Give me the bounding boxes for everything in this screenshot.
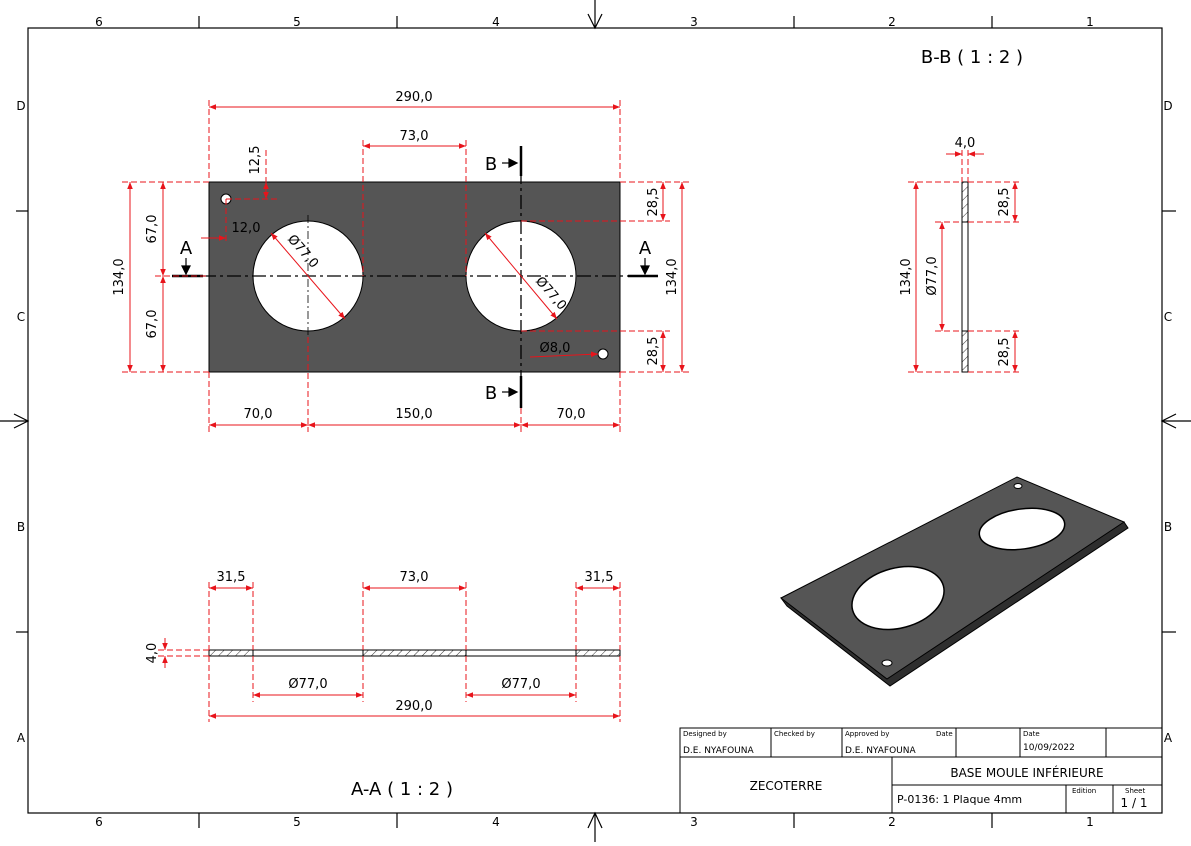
zone-col-1-bottom: 1 bbox=[1086, 815, 1094, 829]
approved-by-value: D.E. NYAFOUNA bbox=[845, 746, 916, 756]
zone-col-5-bottom: 5 bbox=[293, 815, 301, 829]
date-value: 10/09/2022 bbox=[1023, 743, 1075, 753]
zone-row-b-left: B bbox=[17, 520, 25, 534]
dim-height-left: 134,0 bbox=[112, 258, 127, 295]
dim-aa-edge-right: 31,5 bbox=[585, 570, 614, 585]
dim-height-right: 134,0 bbox=[665, 258, 680, 295]
drawing-frame bbox=[27, 27, 1163, 814]
dim-aa-width: 290,0 bbox=[395, 699, 432, 714]
dim-section-edge-top: 28,5 bbox=[997, 188, 1012, 217]
date-label-1: Date bbox=[936, 730, 953, 738]
dim-hole-offset-v: 12,5 bbox=[248, 146, 263, 175]
zone-row-b-right: B bbox=[1164, 520, 1172, 534]
dim-aa-edge-left: 31,5 bbox=[217, 570, 246, 585]
zone-col-6-top: 6 bbox=[95, 15, 103, 29]
dim-edge-top-right: 28,5 bbox=[646, 188, 661, 217]
section-b-label-top: B bbox=[485, 154, 497, 175]
dim-hole-diameter-left: Ø77,0 bbox=[284, 232, 321, 271]
zone-col-4-bottom: 4 bbox=[492, 815, 500, 829]
dim-hole-spacing: 73,0 bbox=[400, 129, 429, 144]
dim-small-hole: Ø8,0 bbox=[540, 341, 571, 356]
dim-bottom-left: 70,0 bbox=[244, 407, 273, 422]
dim-bottom-right: 70,0 bbox=[557, 407, 586, 422]
designed-by-value: D.E. NYAFOUNA bbox=[683, 746, 754, 756]
dim-aa-hole-dia-left: Ø77,0 bbox=[288, 677, 327, 692]
zone-col-3-bottom: 3 bbox=[690, 815, 698, 829]
zone-ticks bbox=[16, 16, 1176, 828]
edition-label: Edition bbox=[1072, 787, 1096, 795]
zone-row-a-right: A bbox=[1164, 731, 1173, 745]
company-name: ZECOTERRE bbox=[750, 779, 823, 793]
checked-by-label: Checked by bbox=[774, 730, 815, 738]
section-bb-title: B-B ( 1 : 2 ) bbox=[921, 47, 1023, 68]
dim-half-height-top: 67,0 bbox=[145, 215, 160, 244]
zone-col-4-top: 4 bbox=[492, 15, 500, 29]
zone-col-5-top: 5 bbox=[293, 15, 301, 29]
dim-half-height-bottom: 67,0 bbox=[145, 310, 160, 339]
dim-aa-thickness: 4,0 bbox=[145, 643, 160, 664]
dim-aa-hole-spacing: 73,0 bbox=[400, 570, 429, 585]
zone-row-d-left: D bbox=[16, 99, 25, 113]
section-a-label-left: A bbox=[180, 238, 193, 259]
dim-section-height: 134,0 bbox=[899, 258, 914, 295]
dim-edge-bottom-right: 28,5 bbox=[646, 337, 661, 366]
sheet-value: 1 / 1 bbox=[1121, 796, 1148, 810]
dim-hole-offset-h: 12,0 bbox=[232, 221, 261, 236]
sheet-label: Sheet bbox=[1125, 787, 1145, 795]
dim-section-hole: Ø77,0 bbox=[925, 256, 940, 295]
date-label-2: Date bbox=[1023, 730, 1040, 738]
zone-col-1-top: 1 bbox=[1086, 15, 1094, 29]
front-view: A A B B 290,0 73,0 12,5 12,0 134,0 67,0 … bbox=[112, 90, 690, 432]
title-block: Designed by D.E. NYAFOUNA Checked by App… bbox=[679, 727, 1163, 814]
part-number: P-0136: 1 Plaque 4mm bbox=[897, 793, 1022, 806]
section-aa-title: A-A ( 1 : 2 ) bbox=[351, 779, 453, 800]
zone-col-3-top: 3 bbox=[690, 15, 698, 29]
zone-col-2-bottom: 2 bbox=[888, 815, 896, 829]
dim-aa-hole-dia-right: Ø77,0 bbox=[501, 677, 540, 692]
section-b-label-bottom: B bbox=[485, 383, 497, 404]
section-a-label-right: A bbox=[639, 238, 652, 259]
dim-section-edge-bottom: 28,5 bbox=[997, 338, 1012, 367]
approved-by-label: Approved by bbox=[845, 730, 889, 738]
dim-bottom-center: 150,0 bbox=[395, 407, 432, 422]
drawing-title: BASE MOULE INFÉRIEURE bbox=[950, 765, 1103, 780]
section-bb-view: B-B ( 1 : 2 ) 4,0 134,0 Ø77,0 28,5 28,5 bbox=[899, 47, 1023, 373]
dim-hole-diameter-right: Ø77,0 bbox=[532, 274, 569, 313]
section-aa-view: 31,5 73,0 31,5 4,0 Ø77,0 Ø77,0 290,0 A-A… bbox=[145, 570, 621, 800]
dim-section-thickness: 4,0 bbox=[955, 136, 976, 151]
zone-row-c-right: C bbox=[1164, 310, 1172, 324]
dim-overall-width: 290,0 bbox=[395, 90, 432, 105]
zone-row-c-left: C bbox=[17, 310, 25, 324]
designed-by-label: Designed by bbox=[683, 730, 727, 738]
zone-col-2-top: 2 bbox=[888, 15, 896, 29]
zone-row-a-left: A bbox=[17, 731, 26, 745]
isometric-view bbox=[780, 476, 1129, 687]
zone-col-6-bottom: 6 bbox=[95, 815, 103, 829]
zone-row-d-right: D bbox=[1163, 99, 1172, 113]
